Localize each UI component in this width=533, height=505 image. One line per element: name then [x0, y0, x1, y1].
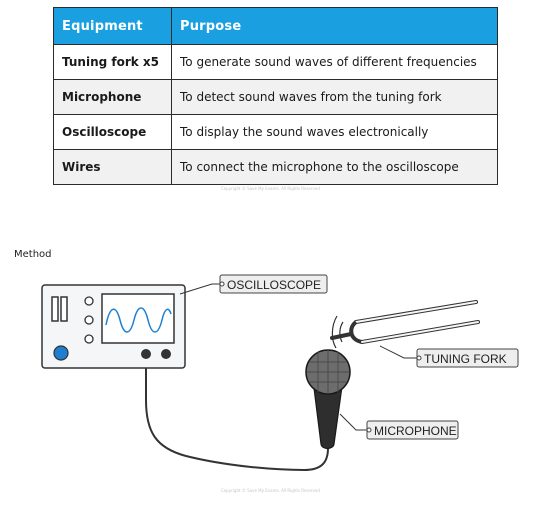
- table-header-row: Equipment Purpose: [53, 7, 498, 45]
- waveform-trace: [105, 307, 172, 333]
- tuning-fork-leader: [379, 345, 420, 359]
- equipment-table: Equipment Purpose Tuning fork x5 To gene…: [53, 7, 498, 185]
- input-socket-icon: [141, 349, 151, 359]
- cell-equipment: Microphone: [53, 79, 172, 115]
- table-row: Microphone To detect sound waves from th…: [53, 79, 498, 115]
- cell-purpose: To detect sound waves from the tuning fo…: [171, 79, 498, 115]
- cell-equipment: Tuning fork x5: [53, 44, 172, 80]
- input-socket-icon: [161, 349, 171, 359]
- cell-purpose: To generate sound waves of different fre…: [171, 44, 498, 80]
- header-purpose: Purpose: [171, 7, 498, 45]
- oscilloscope-leader: [179, 283, 224, 295]
- switch-left: [51, 296, 59, 322]
- copyright-text-top: Copyright © Save My Exams. All Rights Re…: [221, 186, 320, 191]
- label-microphone: MICROPHONE: [366, 420, 459, 440]
- cell-equipment: Wires: [53, 149, 172, 185]
- cell-equipment: Oscilloscope: [53, 114, 172, 150]
- switch-right: [60, 296, 68, 322]
- connecting-wire: [145, 356, 329, 472]
- dial-icon: [84, 315, 94, 325]
- label-tuning-fork: TUNING FORK: [416, 348, 519, 368]
- oscilloscope-device: [41, 284, 186, 369]
- label-microphone-text: MICROPHONE: [374, 424, 457, 438]
- power-knob-icon: [53, 345, 69, 361]
- microphone-leader: [339, 413, 370, 431]
- dial-icon: [84, 334, 94, 344]
- tuning-fork: [330, 300, 480, 349]
- method-label: Method: [14, 249, 52, 260]
- table-row: Oscilloscope To display the sound waves …: [53, 114, 498, 150]
- table-row: Wires To connect the microphone to the o…: [53, 149, 498, 185]
- copyright-text-bottom: Copyright © Save My Exams. All Rights Re…: [221, 488, 320, 493]
- label-oscilloscope: OSCILLOSCOPE: [219, 274, 328, 294]
- label-oscilloscope-text: OSCILLOSCOPE: [227, 278, 321, 292]
- dial-icon: [84, 296, 94, 306]
- cell-purpose: To display the sound waves electronicall…: [171, 114, 498, 150]
- oscilloscope-screen: [101, 293, 175, 344]
- cell-purpose: To connect the microphone to the oscillo…: [171, 149, 498, 185]
- header-equipment: Equipment: [53, 7, 172, 45]
- label-tuning-fork-text: TUNING FORK: [424, 352, 507, 366]
- microphone: [305, 349, 351, 450]
- table-row: Tuning fork x5 To generate sound waves o…: [53, 44, 498, 80]
